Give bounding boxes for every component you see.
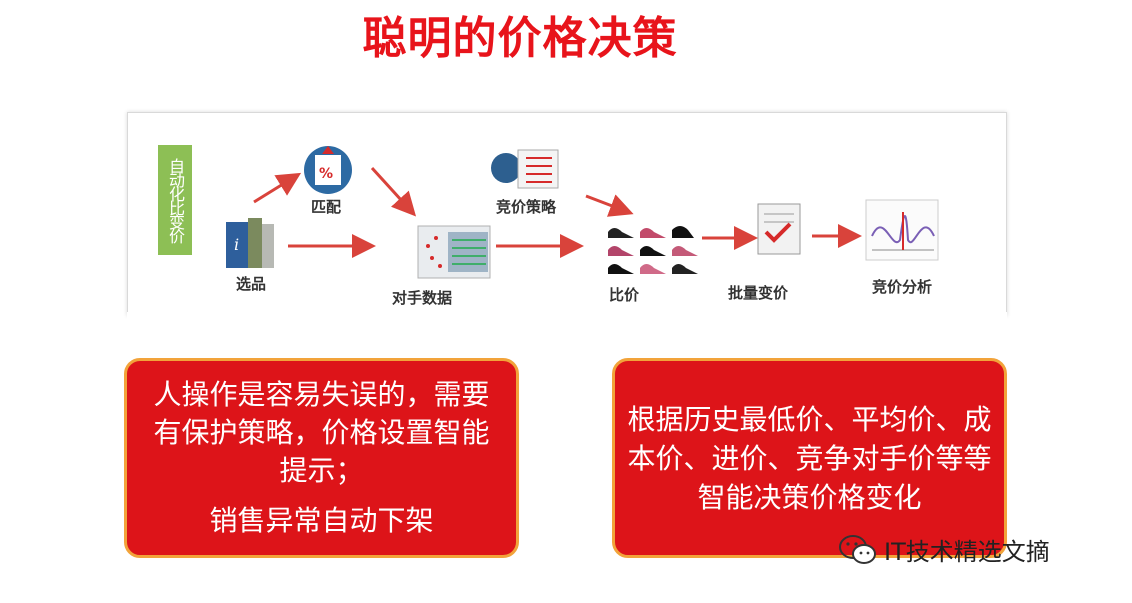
flow-diagram-panel [127, 112, 1007, 316]
smart-pricing-text: 根据历史最低价、平均价、成本价、进价、竞争对手价等等智能决策价格变化 [627, 402, 992, 514]
document-check-icon [757, 203, 801, 255]
smart-pricing-box: 根据历史最低价、平均价、成本价、进价、竞争对手价等等智能决策价格变化 [612, 358, 1007, 558]
books-icon: i [226, 218, 274, 268]
step-label-batch-change: 批量变价 [728, 284, 789, 302]
step-label-match: 匹配 [311, 198, 342, 216]
analysis-graph-icon [865, 199, 939, 261]
percent-match-icon: % [304, 146, 352, 194]
auto-delist-text: 销售异常自动下架 [209, 504, 434, 537]
svg-text:%: % [319, 166, 333, 182]
step-label-select: 选品 [236, 275, 267, 293]
step-label-competitor-data: 对手数据 [392, 289, 453, 307]
watermark: IT技术精选文摘 [838, 532, 1050, 567]
protection-strategy-text: 人操作是容易失误的，需要有保护策略，价格设置智能提示； [153, 378, 490, 487]
flow-arrows [253, 166, 862, 258]
wechat-icon [839, 534, 876, 564]
step-label-bid-analysis: 竞价分析 [872, 278, 933, 296]
step-label-compare: 比价 [609, 286, 640, 304]
strategy-checklist-icon [491, 149, 559, 189]
page-title: 聪明的价格决策 [362, 13, 678, 64]
panel-bottom-fade [127, 312, 1007, 352]
protection-strategy-box: 人操作是容易失误的，需要有保护策略，价格设置智能提示； 销售异常自动下架 [124, 358, 519, 558]
data-chart-icon [417, 225, 491, 279]
side-label-auto-pricing: 自动化比变价 [158, 145, 192, 255]
step-label-bid-strategy: 竞价策略 [496, 198, 557, 216]
svg-text:i: i [234, 235, 239, 254]
shoes-compare-icon [608, 226, 698, 274]
watermark-text: IT技术精选文摘 [884, 538, 1050, 566]
